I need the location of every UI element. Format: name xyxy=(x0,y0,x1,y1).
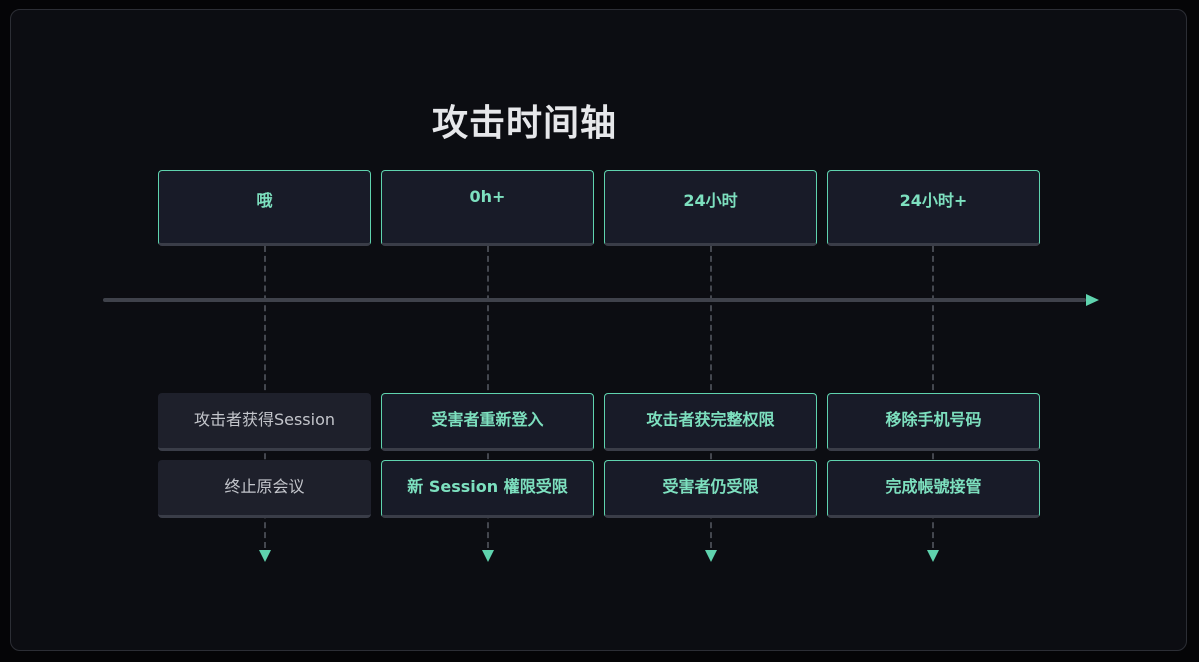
event-box-2-1: 受害者重新登入 xyxy=(381,393,594,451)
event-box-4-2: 完成帳號接管 xyxy=(827,460,1040,518)
event-box-2-2: 新 Session 權限受限 xyxy=(381,460,594,518)
diagram-frame xyxy=(10,9,1187,651)
diagram-title: 攻击时间轴 xyxy=(432,103,618,144)
timeline-arrow-icon xyxy=(1086,294,1099,306)
phase-box-4: 24小时+ xyxy=(827,170,1040,246)
event-box-1-2: 终止原会议 xyxy=(158,460,371,518)
phase-box-1: 哦 xyxy=(158,170,371,246)
event-box-3-2: 受害者仍受限 xyxy=(604,460,817,518)
connector-arrow-4 xyxy=(927,550,939,562)
event-box-4-1: 移除手机号码 xyxy=(827,393,1040,451)
connector-arrow-2 xyxy=(482,550,494,562)
connector-arrow-1 xyxy=(259,550,271,562)
phase-box-3: 24小时 xyxy=(604,170,817,246)
event-box-1-1: 攻击者获得Session xyxy=(158,393,371,451)
event-box-3-1: 攻击者获完整权限 xyxy=(604,393,817,451)
connector-arrow-3 xyxy=(705,550,717,562)
phase-box-2: 0h+ xyxy=(381,170,594,246)
timeline-axis xyxy=(103,298,1086,302)
